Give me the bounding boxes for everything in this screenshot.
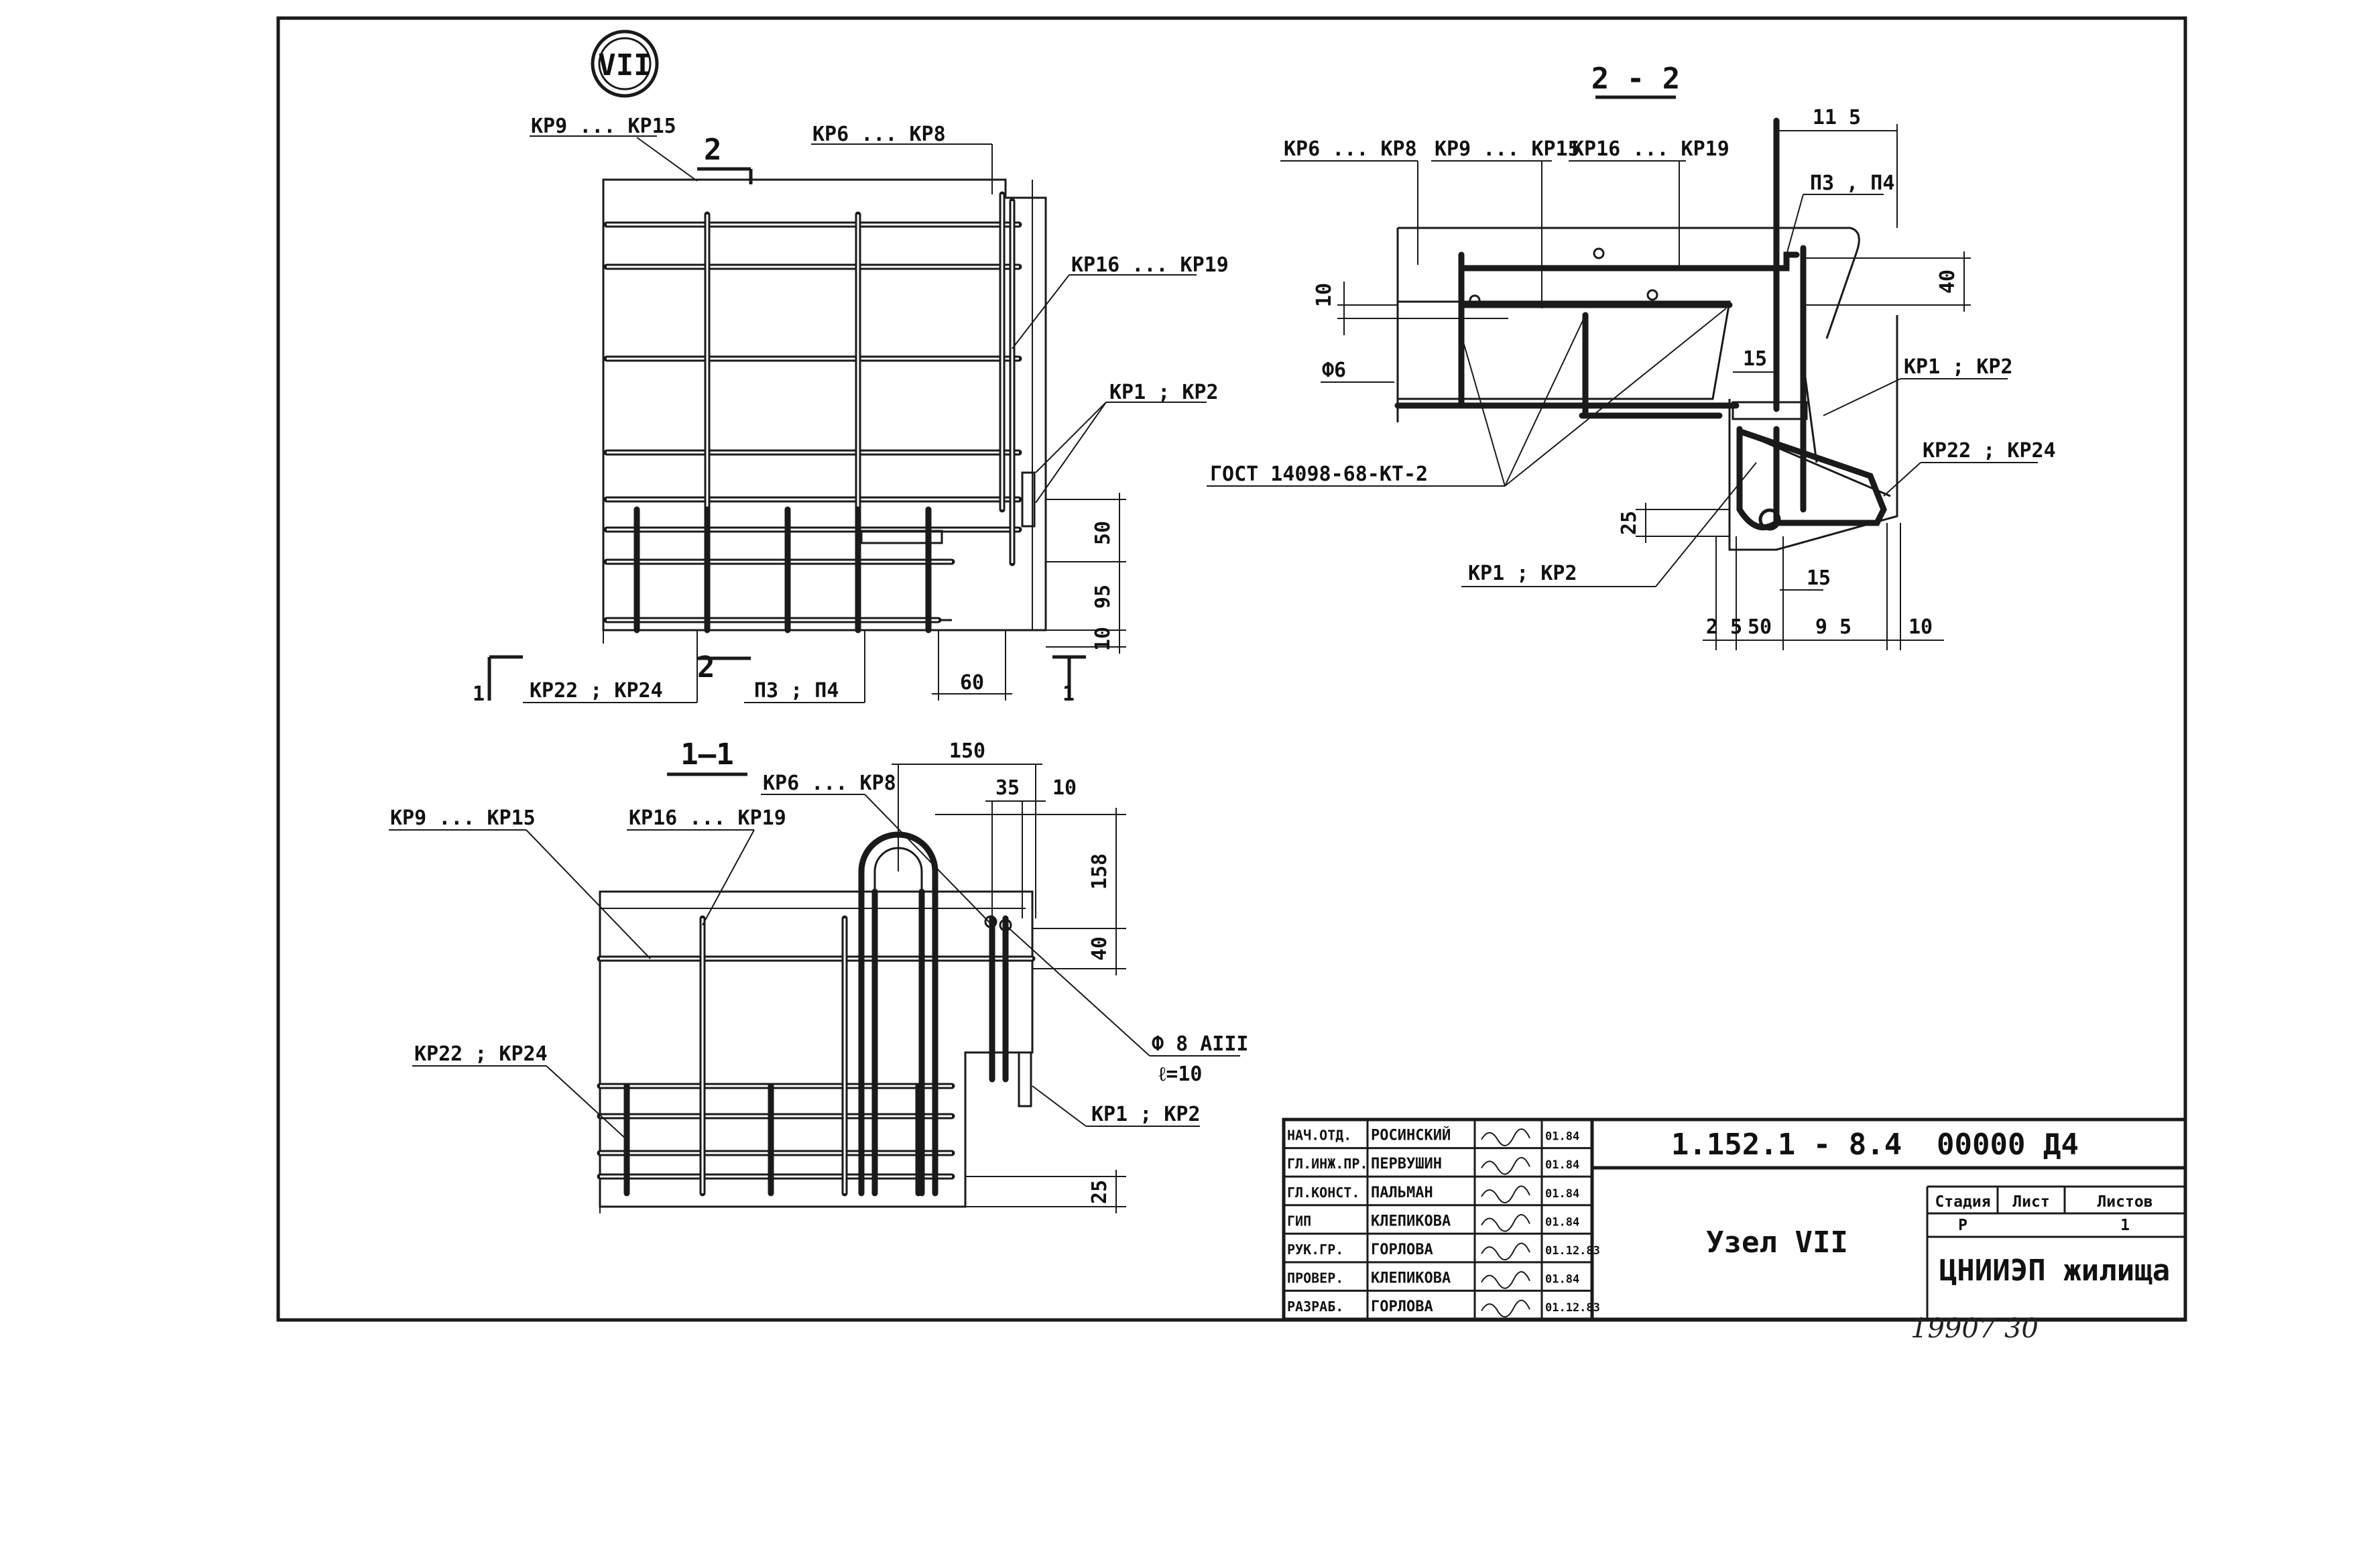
node-vii-view: VII КР9 ... КР15 КР6 ... КР8 — [473, 29, 1229, 706]
label-phi8: Ф 8 АIII — [1152, 1032, 1249, 1056]
dim-40-s22: 40 — [1936, 269, 1959, 294]
dim-50-s22: 50 — [1748, 615, 1772, 639]
label-kp16-kp19-top: КР16 ... КР19 — [1071, 253, 1229, 277]
dim-10-s11: 10 — [1052, 776, 1077, 800]
signature-mark — [1481, 1242, 1530, 1261]
dim-25-s22: 25 — [1618, 511, 1641, 535]
cut-1-left: 1 — [473, 682, 485, 706]
section-1-1: 1—1 КР9 ... КР15 КР16 ... КР19 — [389, 737, 1249, 1213]
signature-row-name: ПЕРВУШИН — [1371, 1156, 1442, 1172]
dim-50-top: 50 — [1091, 521, 1115, 545]
node-mark: VII — [598, 48, 651, 82]
label-kp22-kp24-s11: КР22 ; КР24 — [414, 1042, 548, 1066]
dim-115: 11 5 — [1813, 106, 1861, 129]
drawing-title: Узел VII — [1706, 1225, 1848, 1260]
signature-row-name: КЛЕПИКОВА — [1371, 1213, 1451, 1229]
label-kp6-kp8-s22: КР6 ... КР8 — [1284, 137, 1417, 161]
node-mark-circle — [591, 29, 659, 98]
signature-row-date: 01.84 — [1545, 1273, 1579, 1286]
signature-mark — [1481, 1214, 1530, 1232]
signature-mark — [1481, 1271, 1530, 1289]
signature-row-date: 01.84 — [1545, 1215, 1579, 1229]
signature-row-date: 01.12.83 — [1545, 1301, 1600, 1315]
label-kp1-kp2-lower: КР1 ; КР2 — [1468, 562, 1577, 585]
label-phi6: Ф6 — [1322, 359, 1346, 382]
title-block: 1.152.1 - 8.4 00000 Д4 Узел VII Стадия Л… — [1282, 1118, 2187, 1321]
cut-2-bottom: 2 — [697, 650, 715, 684]
signature-row-role: РАЗРАБ. — [1287, 1299, 1343, 1315]
signature-row-date: 01.12.83 — [1545, 1244, 1600, 1258]
signature-row-role: ГЛ.КОНСТ. — [1287, 1185, 1359, 1201]
label-kp22-kp24-top: КР22 ; КР24 — [530, 679, 663, 703]
signature-row-role: ГИП — [1287, 1213, 1311, 1229]
label-kp9-kp15-s22: КР9 ... КР15 — [1435, 137, 1580, 161]
footer-number: 19907 30 — [1910, 1313, 2039, 1344]
doc-number: 00000 Д4 — [1937, 1128, 2079, 1162]
signature-row-name: ГОРЛОВА — [1371, 1299, 1433, 1315]
sheet-frame — [276, 16, 2187, 1322]
dim-9-5: 9 5 — [1815, 615, 1852, 639]
stage-value: Р — [1958, 1217, 1967, 1234]
cut-2-top: 2 — [704, 133, 722, 167]
label-kp16-kp19-s22: КР16 ... КР19 — [1572, 137, 1729, 161]
dim-25-s11: 25 — [1088, 1180, 1111, 1204]
label-p3-p4-top: П3 ; П4 — [754, 679, 839, 703]
dim-10-top: 10 — [1091, 627, 1115, 651]
label-kp22-kp24-s22: КР22 ; КР24 — [1923, 439, 2056, 463]
dim-10-s22: 10 — [1313, 283, 1336, 307]
signature-mark — [1481, 1156, 1530, 1175]
label-kp1-kp2-top: КР1 ; КР2 — [1109, 381, 1219, 404]
signature-row-role: РУК.ГР. — [1287, 1242, 1343, 1258]
label-l10: ℓ=10 — [1158, 1063, 1202, 1086]
dim-60: 60 — [960, 671, 984, 695]
signature-row-name: РОСИНСКИЙ — [1371, 1127, 1451, 1144]
sheets-header: Листов — [2097, 1193, 2152, 1211]
label-kp1-kp2-s22: КР1 ; КР2 — [1904, 355, 2013, 379]
stage-header: Стадия — [1935, 1193, 1990, 1211]
dim-95-top: 95 — [1091, 585, 1115, 609]
signature-row-date: 01.84 — [1545, 1130, 1579, 1144]
dim-40-s11: 40 — [1088, 937, 1111, 961]
label-kp1-kp2-s11: КР1 ; КР2 — [1091, 1103, 1201, 1126]
cut-1-right: 1 — [1063, 682, 1075, 706]
label-gost: ГОСТ 14098-68-КТ-2 — [1210, 463, 1428, 486]
signature-row-role: ПРОВЕР. — [1287, 1270, 1343, 1286]
sheet-header: Лист — [2012, 1193, 2049, 1211]
signature-row-role: НАЧ.ОТД. — [1287, 1128, 1351, 1144]
organization: ЦНИИЭП жилища — [1939, 1254, 2170, 1288]
signature-mark — [1481, 1299, 1530, 1318]
label-p3-p4-s22: П3 , П4 — [1810, 172, 1894, 195]
label-kp16-kp19-s11: КР16 ... КР19 — [629, 806, 786, 830]
label-kp6-kp8-top: КР6 ... КР8 — [812, 123, 946, 146]
signature-row-name: КЛЕПИКОВА — [1371, 1270, 1451, 1287]
doc-code: 1.152.1 - 8.4 — [1671, 1128, 1902, 1162]
signature-row-name: ПАЛЬМАН — [1371, 1185, 1433, 1201]
dim-15-upper: 15 — [1743, 347, 1767, 371]
section-1-1-title: 1—1 — [680, 737, 733, 772]
dim-35: 35 — [995, 776, 1020, 800]
signature-mark — [1481, 1128, 1530, 1146]
dim-150: 150 — [949, 739, 985, 763]
signature-row-role: ГЛ.ИНЖ.ПР. — [1287, 1156, 1368, 1172]
section-2-2: 2 - 2 КР6 ... КР8 КР9 ... КР15 — [1207, 62, 2056, 650]
signature-mark — [1481, 1185, 1530, 1203]
dim-10-s22-bottom: 10 — [1908, 615, 1933, 639]
node-mark-inner-circle — [598, 37, 652, 91]
label-kp9-kp15-s11: КР9 ... КР15 — [390, 806, 536, 830]
section-2-2-title: 2 - 2 — [1591, 62, 1680, 96]
dim-15-lower: 15 — [1807, 566, 1831, 590]
signature-row-name: ГОРЛОВА — [1371, 1242, 1433, 1258]
signature-row-date: 01.84 — [1545, 1158, 1579, 1172]
dim-158: 158 — [1088, 853, 1111, 890]
signature-row-date: 01.84 — [1545, 1187, 1579, 1201]
dim-2-5: 2 5 — [1706, 615, 1742, 639]
label-kp6-kp8-s11: КР6 ... КР8 — [763, 772, 896, 795]
sheets-value: 1 — [2120, 1217, 2130, 1234]
label-kp9-kp15-top: КР9 ... КР15 — [531, 115, 676, 138]
